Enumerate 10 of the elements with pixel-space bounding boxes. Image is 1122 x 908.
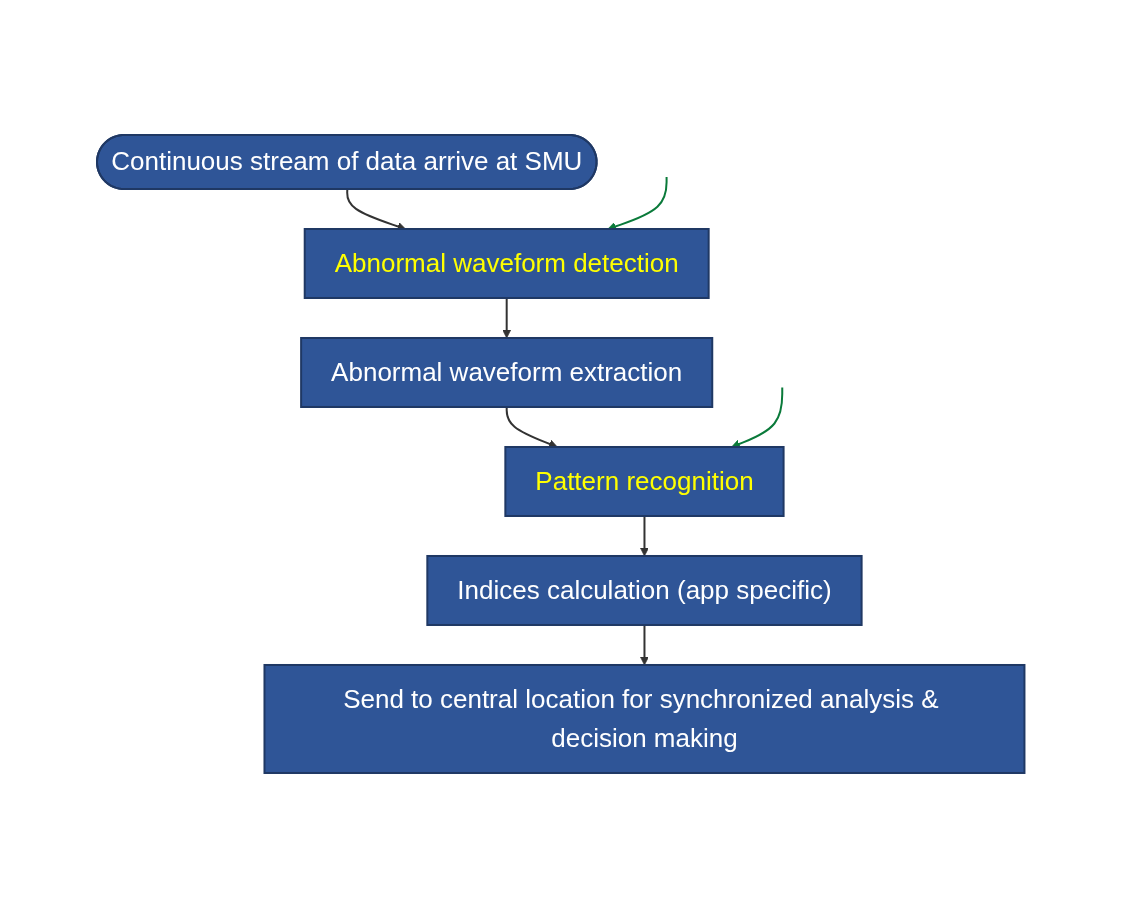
arrow — [502, 297, 512, 339]
node-box: Abnormal waveform extraction — [300, 337, 714, 408]
node-box: Pattern recognition — [504, 446, 785, 517]
arrow — [640, 515, 650, 557]
node-box: Indices calculation (app specific) — [426, 555, 863, 626]
node-box: Send to central location for synchronized analysis & decision making — [263, 664, 1026, 774]
arrow — [607, 176, 668, 231]
node-box: Abnormal waveform detection — [304, 228, 710, 299]
arrow — [346, 188, 407, 231]
arrow — [640, 624, 650, 666]
